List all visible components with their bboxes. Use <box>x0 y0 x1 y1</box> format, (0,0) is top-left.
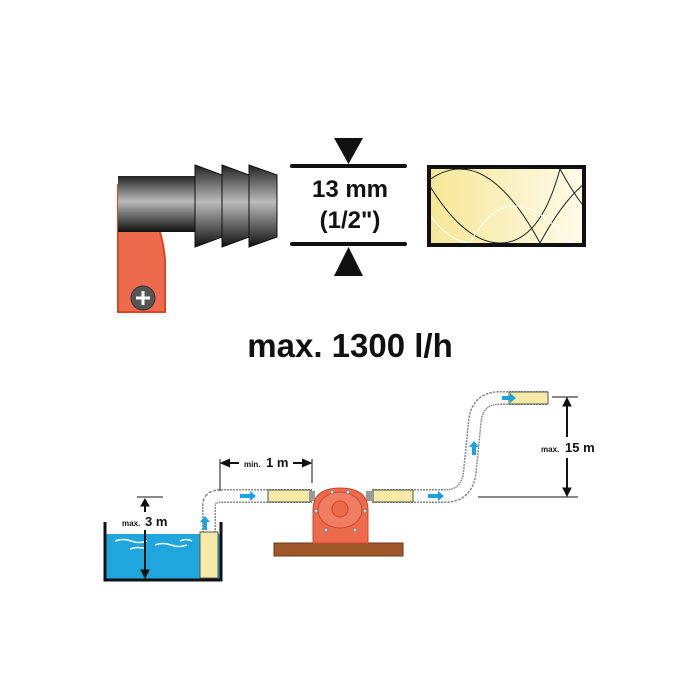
arrow-down-icon <box>334 138 363 164</box>
mounting-board <box>273 542 404 557</box>
diameter-mm: 13 mm <box>312 176 388 203</box>
delivery-hose <box>372 391 549 503</box>
flow-rate-label: max. 1300 l/h <box>247 327 452 364</box>
suction-height-dimension: max. 3 m <box>122 496 167 580</box>
suction-hose <box>199 489 312 579</box>
diameter-inch: (1/2") <box>320 207 381 234</box>
flow-arrow-icon <box>200 516 210 530</box>
hose-section <box>427 165 586 247</box>
max-label: max. <box>122 519 140 528</box>
suction-height-value: 3 m <box>145 514 167 529</box>
diameter-dimension: 13 mm (1/2") <box>290 138 407 276</box>
flow-arrow-icon <box>240 491 256 501</box>
flow-arrow-icon <box>469 441 479 455</box>
pump <box>273 487 404 557</box>
screw-icon <box>136 291 150 305</box>
min-distance-dimension: min. 1 m <box>219 455 313 491</box>
max-label: max. <box>541 445 559 454</box>
delivery-height-value: 15 m <box>565 440 595 455</box>
flow-arrow-icon <box>428 491 444 501</box>
flow-arrow-icon <box>502 393 516 403</box>
flow-arrows <box>200 393 516 530</box>
arrow-up-icon <box>334 247 363 276</box>
hose-connector-barb <box>118 164 278 248</box>
delivery-height-dimension: max. 15 m <box>478 396 595 498</box>
min-label: min. <box>244 460 260 469</box>
min-distance-value: 1 m <box>266 455 288 470</box>
